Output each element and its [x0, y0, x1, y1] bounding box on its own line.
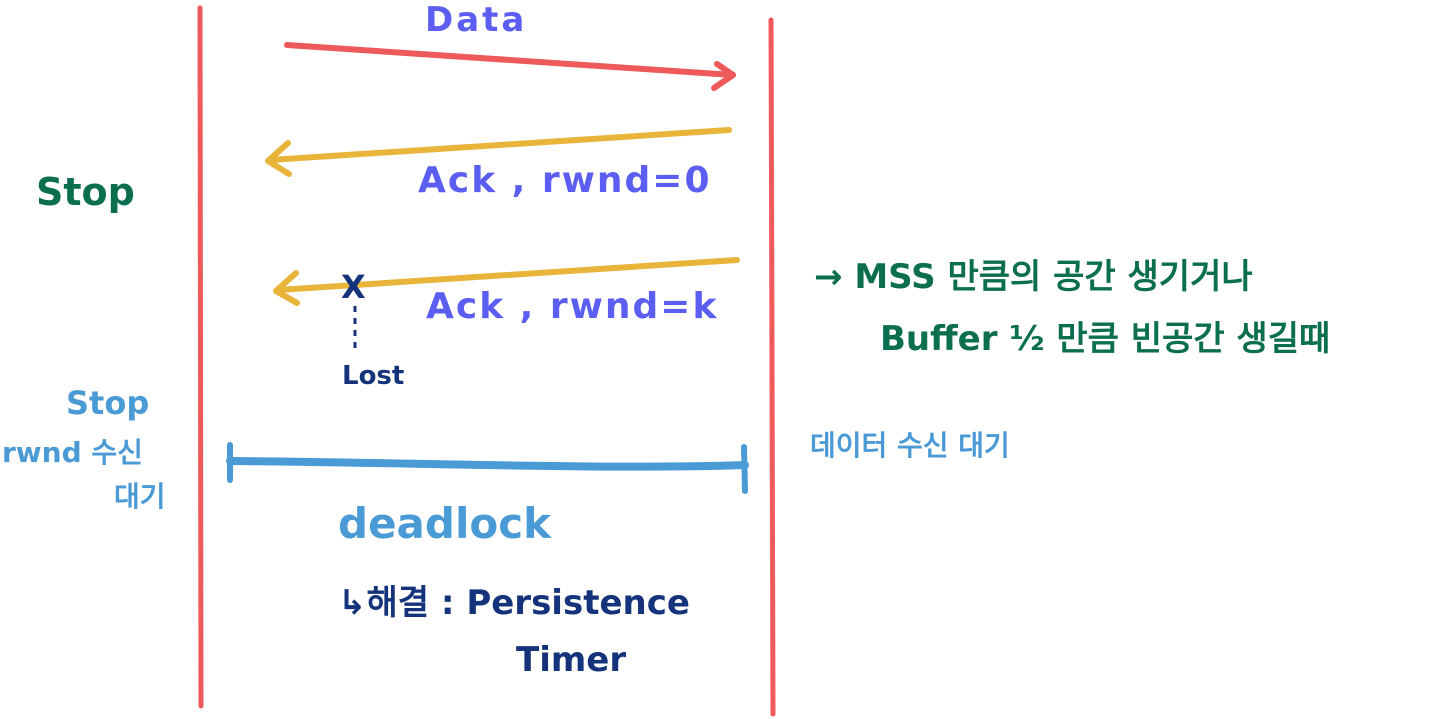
- receiver-timeline: [768, 17, 776, 717]
- deadlock-span: [226, 442, 749, 494]
- ack-zero-arrow: [265, 127, 732, 177]
- solution-line2: Timer: [516, 640, 626, 680]
- lost-label: Lost: [342, 361, 404, 391]
- receiver-note-line2: Buffer ½ 만큼 빈공간 생길때: [880, 319, 1330, 359]
- data-label: Data: [425, 0, 527, 40]
- sender-timeline: [197, 5, 204, 709]
- receiver-note-line1: → MSS 만큼의 공간 생기거나: [814, 257, 1253, 297]
- sender-wait-line2: rwnd 수신: [2, 436, 143, 469]
- sender-wait-line3: 대기: [114, 480, 166, 513]
- ack-k-arrow: [273, 257, 740, 306]
- sender-wait-line1: Stop: [66, 384, 149, 422]
- ack-k-label: Ack , rwnd=k: [426, 286, 718, 327]
- deadlock-label: deadlock: [338, 499, 552, 548]
- solution-line1: ↳해결 : Persistence: [338, 583, 690, 623]
- data-arrow: [284, 42, 736, 91]
- lost-mark: X: [341, 268, 366, 306]
- receiver-wait-label: 데이터 수신 대기: [810, 429, 1010, 462]
- ack-zero-label: Ack , rwnd=0: [418, 160, 712, 201]
- sender-stop-label: Stop: [36, 170, 135, 214]
